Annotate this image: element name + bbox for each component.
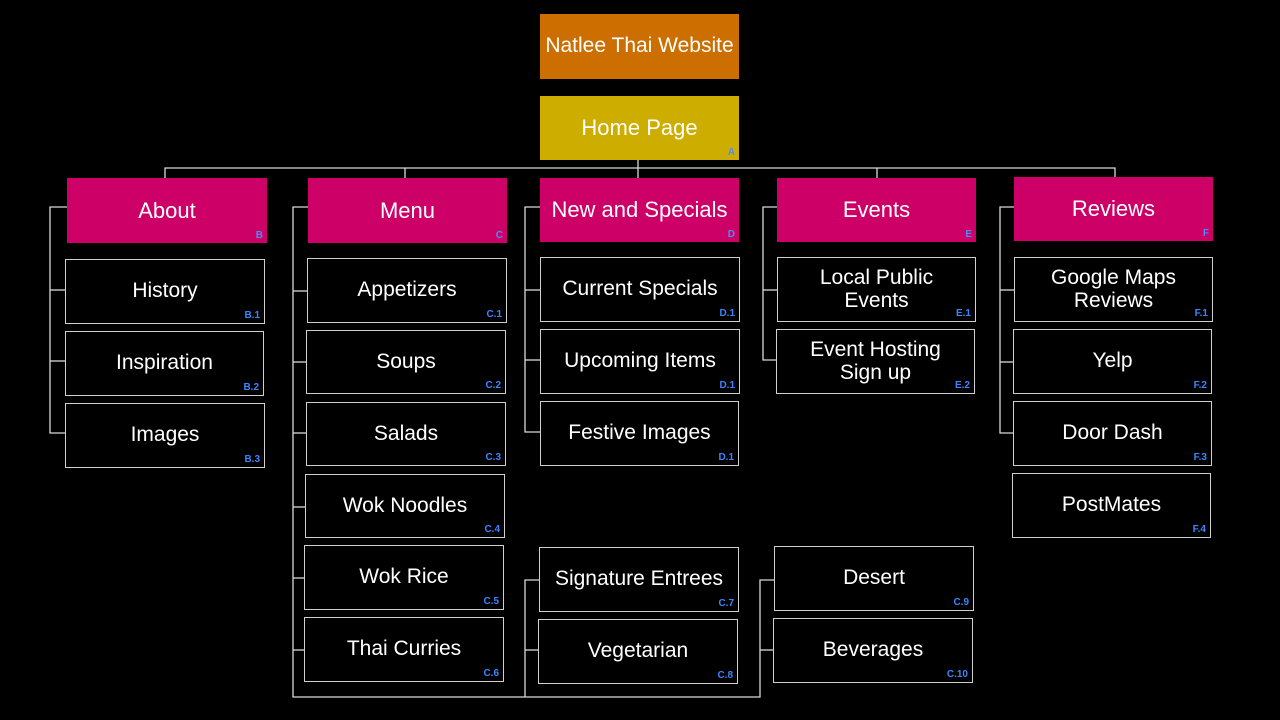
page-history-code: B.1 [244, 310, 260, 321]
section-reviews-label: Reviews [1071, 196, 1156, 222]
section-menu-code: C [495, 230, 503, 241]
page-vegetarian-code: C.8 [717, 670, 733, 681]
page-google-maps-reviews-code: F.1 [1194, 308, 1208, 319]
page-appetizers: Appetizers C.1 [307, 258, 507, 323]
page-current-specials-code: D.1 [719, 308, 735, 319]
page-salads: Salads C.3 [306, 402, 506, 466]
page-door-dash-label: Door Dash [1062, 421, 1163, 445]
section-reviews-code: F [1202, 228, 1209, 239]
page-postmates: PostMates F.4 [1012, 473, 1211, 538]
page-yelp-code: F.2 [1193, 380, 1207, 391]
home-page-box: Home Page A [540, 96, 739, 160]
page-current-specials: Current Specials D.1 [540, 257, 740, 322]
page-vegetarian: Vegetarian C.8 [538, 619, 738, 684]
site-title-box: Natlee Thai Website [540, 14, 739, 79]
page-salads-label: Salads [373, 421, 439, 445]
page-event-hosting-sign-up-code: E.2 [954, 380, 970, 391]
page-signature-entrees-code: C.7 [718, 598, 734, 609]
section-new-and-specials-code: D [727, 229, 735, 240]
page-history-label: History [132, 279, 198, 303]
page-history: History B.1 [65, 259, 265, 324]
page-signature-entrees: Signature Entrees C.7 [539, 547, 739, 612]
page-current-specials-label: Current Specials [562, 277, 718, 301]
page-images-code: B.3 [244, 454, 260, 465]
page-upcoming-items-code: D.1 [719, 380, 735, 391]
page-upcoming-items: Upcoming Items D.1 [540, 329, 740, 394]
page-soups: Soups C.2 [306, 330, 506, 394]
page-appetizers-label: Appetizers [357, 278, 457, 302]
page-inspiration: Inspiration B.2 [65, 331, 264, 396]
page-desert: Desert C.9 [774, 546, 974, 611]
section-new-and-specials: New and Specials D [540, 178, 739, 242]
page-desert-code: C.9 [953, 597, 969, 608]
page-beverages: Beverages C.10 [773, 618, 973, 683]
page-event-hosting-sign-up-label: Event Hosting Sign up [810, 338, 941, 384]
page-wok-rice: Wok Rice C.5 [304, 545, 504, 610]
page-google-maps-reviews: Google Maps Reviews F.1 [1014, 257, 1213, 322]
page-yelp: Yelp F.2 [1013, 329, 1212, 394]
page-thai-curries-code: C.6 [483, 668, 499, 679]
page-door-dash: Door Dash F.3 [1013, 401, 1212, 466]
page-postmates-label: PostMates [1061, 493, 1162, 517]
page-festive-images-label: Festive Images [568, 421, 711, 445]
section-about-label: About [138, 197, 196, 223]
page-desert-label: Desert [843, 566, 905, 590]
section-events-code: E [965, 229, 972, 240]
page-beverages-label: Beverages [822, 638, 924, 662]
section-new-and-specials-label: New and Specials [551, 197, 728, 223]
page-festive-images: Festive Images D.1 [540, 401, 739, 466]
page-wok-noodles: Wok Noodles C.4 [305, 474, 505, 538]
page-inspiration-label: Inspiration [116, 351, 213, 375]
page-soups-code: C.2 [485, 380, 501, 391]
page-local-public-events-code: E.1 [955, 308, 971, 319]
page-images-label: Images [130, 423, 200, 447]
page-thai-curries-label: Thai Curries [346, 637, 462, 661]
page-wok-noodles-label: Wok Noodles [342, 493, 468, 517]
page-thai-curries: Thai Curries C.6 [304, 617, 504, 682]
section-menu-label: Menu [379, 197, 436, 223]
page-upcoming-items-label: Upcoming Items [564, 349, 716, 373]
page-wok-rice-label: Wok Rice [359, 565, 449, 589]
page-postmates-code: F.4 [1192, 524, 1206, 535]
page-signature-entrees-label: Signature Entrees [554, 567, 724, 591]
home-page-code: A [727, 147, 735, 158]
page-wok-noodles-code: C.4 [484, 524, 500, 535]
section-menu: Menu C [308, 178, 507, 243]
page-salads-code: C.3 [485, 452, 501, 463]
page-local-public-events: Local Public Events E.1 [777, 257, 976, 322]
page-images: Images B.3 [65, 403, 265, 468]
page-vegetarian-label: Vegetarian [587, 639, 689, 663]
page-google-maps-reviews-label: Google Maps Reviews [1051, 266, 1176, 312]
page-appetizers-code: C.1 [486, 309, 502, 320]
page-yelp-label: Yelp [1092, 349, 1133, 373]
page-wok-rice-code: C.5 [483, 596, 499, 607]
home-page-label: Home Page [581, 115, 698, 141]
page-beverages-code: C.10 [946, 669, 968, 680]
section-reviews: Reviews F [1014, 177, 1213, 241]
page-inspiration-code: B.2 [243, 382, 259, 393]
page-soups-label: Soups [376, 349, 436, 373]
page-local-public-events-label: Local Public Events [819, 266, 934, 312]
page-event-hosting-sign-up: Event Hosting Sign up E.2 [776, 329, 975, 394]
section-events-label: Events [842, 197, 911, 223]
page-festive-images-code: D.1 [718, 452, 734, 463]
section-about: About B [67, 178, 267, 243]
section-events: Events E [777, 178, 976, 242]
section-about-code: B [255, 230, 263, 241]
page-door-dash-code: F.3 [1193, 452, 1207, 463]
site-title: Natlee Thai Website [545, 34, 734, 58]
